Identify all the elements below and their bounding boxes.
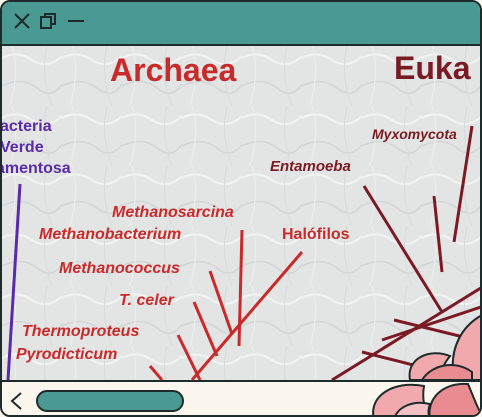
- maximize-icon[interactable]: [38, 11, 58, 31]
- pyrodicticum-label: Pyrodicticum: [16, 346, 117, 364]
- halofilos-label: Halófilos: [282, 226, 350, 244]
- close-icon[interactable]: [12, 11, 32, 31]
- title-bar: [2, 2, 480, 46]
- methanosarcina-label: Methanosarcina: [112, 204, 234, 222]
- minimize-icon[interactable]: [66, 11, 86, 31]
- bacteria-label: acteria: [2, 118, 52, 136]
- eukarya-heading: Euka: [394, 50, 470, 87]
- thermoproteus-label: Thermoproteus: [22, 323, 139, 341]
- chevron-left-icon[interactable]: [8, 391, 24, 411]
- scrollbar-thumb[interactable]: [36, 390, 184, 412]
- myxomycota-label: Myxomycota: [372, 126, 457, 142]
- archaea-heading: Archaea: [110, 52, 236, 89]
- tceler-label: T. celer: [119, 292, 174, 310]
- filamentosa-label: amentosa: [2, 160, 71, 178]
- flower-corner-decoration: [364, 364, 482, 417]
- entamoeba-label: Entamoeba: [270, 158, 351, 175]
- methanococcus-label: Methanococcus: [59, 260, 180, 278]
- verde-label: Verde: [2, 139, 44, 157]
- methanobacterium-label: Methanobacterium: [39, 226, 181, 244]
- content-area: Archaea Euka acteria Verde amentosa Myxo…: [2, 46, 480, 380]
